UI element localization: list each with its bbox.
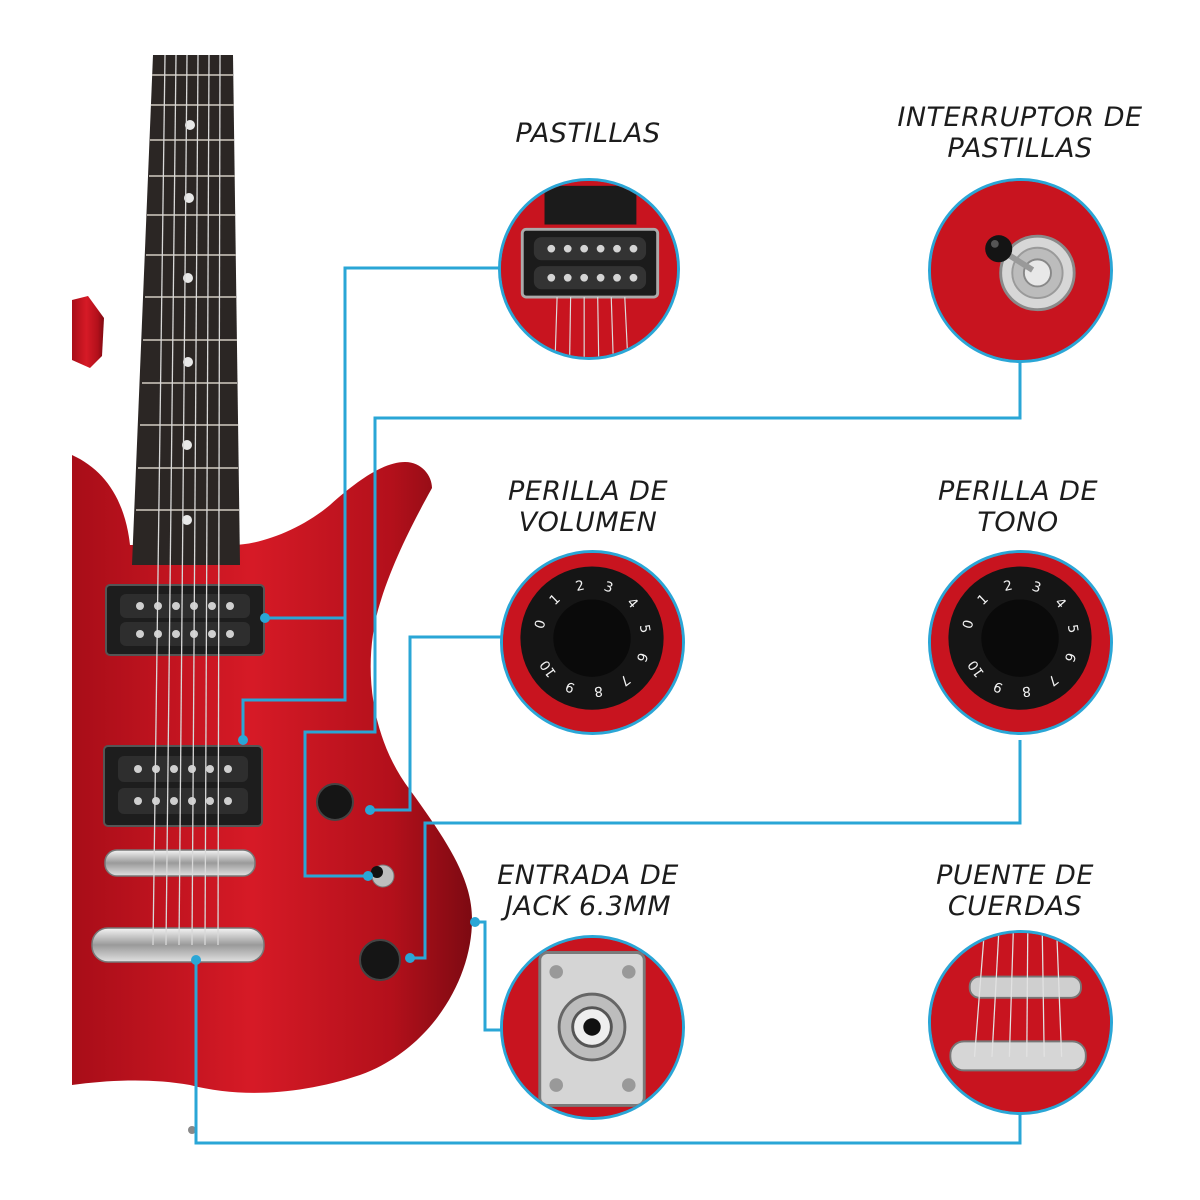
tone-knob-digit-0: 0 <box>960 618 978 630</box>
volume-knob-digit-2: 2 <box>574 578 586 596</box>
toggle-switch-closeup <box>931 181 1110 360</box>
label-tono: PERILLA DE TONO <box>937 476 1099 538</box>
label-volumen: PERILLA DE VOLUMEN <box>507 476 669 538</box>
label-puente: PUENTE DE CUERDAS <box>936 860 1094 922</box>
tone-knob-on-body <box>359 939 401 981</box>
guitar-fretboard <box>132 55 240 565</box>
detail-interruptor <box>928 178 1113 363</box>
guitar-horn-fragment <box>72 296 104 368</box>
detail-jack <box>500 935 685 1120</box>
tone-knob-digit-2: 2 <box>1002 578 1014 596</box>
volume-knob-on-body <box>316 783 354 821</box>
fret-lines <box>136 74 239 511</box>
leader-lines <box>194 266 1022 1145</box>
volume-knob-digit-8: 8 <box>593 683 603 700</box>
strap-button <box>188 1126 196 1134</box>
bridge-pickup <box>103 745 263 827</box>
pickup-closeup <box>501 181 677 357</box>
label-jack: ENTRADA DE JACK 6.3MM <box>497 860 679 922</box>
tone-knob-digit-8: 8 <box>1021 683 1031 700</box>
tone-knob-digit-5: 5 <box>1064 623 1081 634</box>
guitar-strings <box>152 54 221 946</box>
label-pastillas: PASTILLAS <box>515 118 661 149</box>
tailpiece <box>91 927 265 963</box>
volume-knob-digit-0: 0 <box>532 618 550 630</box>
leader-dots <box>191 613 480 965</box>
detail-pastillas <box>498 178 680 360</box>
jack-input-closeup <box>503 938 682 1117</box>
volume-knob-digit-5: 5 <box>636 623 653 634</box>
label-interruptor: INTERRUPTOR DE PASTILLAS <box>897 102 1143 164</box>
pickup-switch-on-body <box>371 864 395 888</box>
neck-pickup <box>105 584 265 656</box>
detail-puente <box>928 930 1113 1115</box>
bridge-closeup <box>931 933 1110 1112</box>
